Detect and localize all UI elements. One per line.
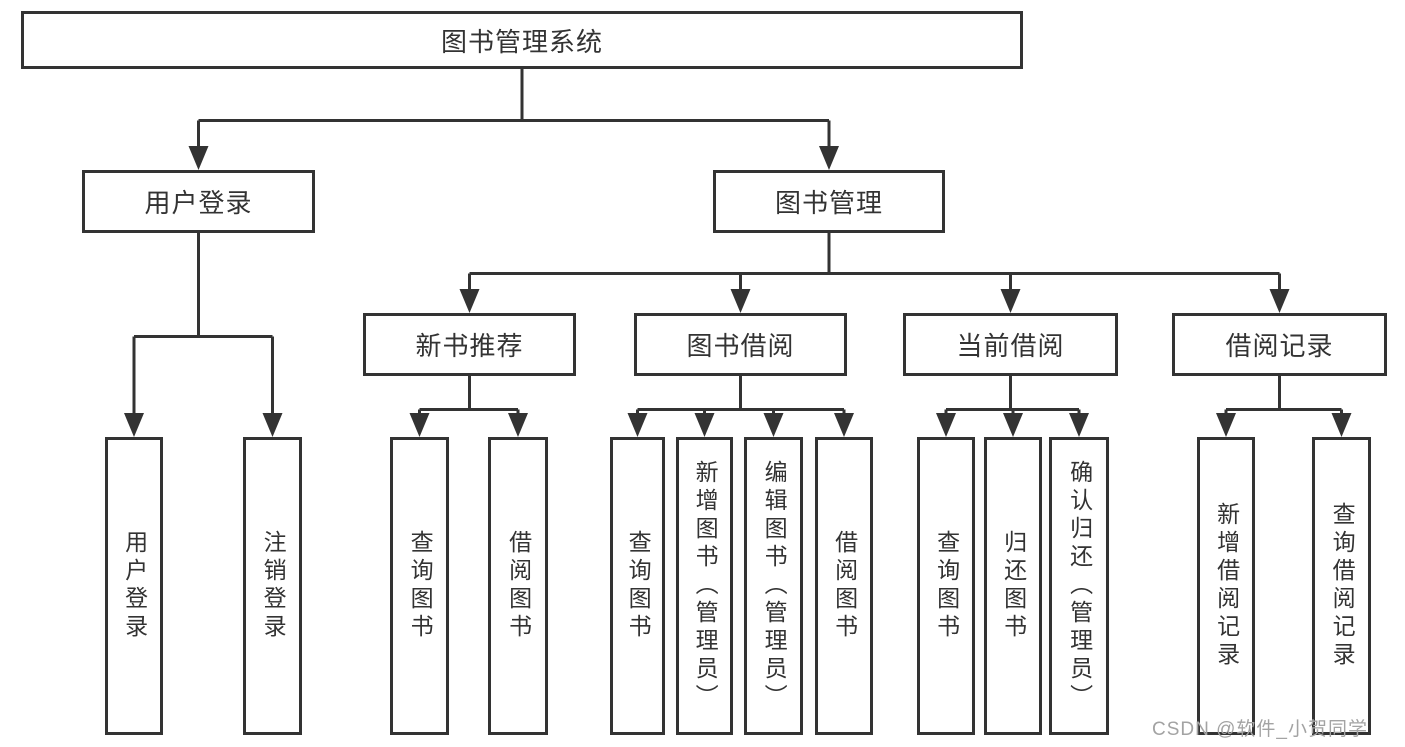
arrowhead-down-icon [124,413,144,437]
leaf-confirm-return-admin: 确认归还（管理员） [1049,437,1109,735]
leaf-label: 编辑图书（管理员） [761,460,788,712]
connector-user-login-children [124,233,283,437]
arrowhead-down-icon [1000,289,1021,313]
arrowhead-down-icon [1069,413,1089,437]
connector-new-book-recommend-children [409,376,528,437]
arrowhead-down-icon [262,413,283,437]
leaf-user-login: 用户登录 [105,437,163,735]
arrowhead-down-icon [1216,413,1236,437]
arrowhead-down-icon [834,413,854,437]
arrowhead-down-icon [819,146,839,170]
leaf-label: 查询图书 [625,530,652,642]
arrowhead-down-icon [409,413,430,437]
csdn-watermark: CSDN @软件_小贺同学 [1152,719,1368,740]
leaf-logout: 注销登录 [243,437,302,735]
connector-root-to-level2 [188,69,839,170]
leaf-query-borrow-record: 查询借阅记录 [1312,437,1371,735]
arrowhead-down-icon [694,413,715,437]
arrowhead-down-icon [459,289,480,313]
node-borrow-records: 借阅记录 [1172,313,1387,376]
leaf-label: 查询图书 [407,530,434,642]
leaf-label: 注销登录 [260,530,287,642]
leaf-label: 查询借阅记录 [1329,502,1356,670]
leaf-add-books-admin: 新增图书（管理员） [676,437,733,735]
leaf-borrow-books-recommend: 借阅图书 [488,437,548,735]
connector-current-borrow-children [936,376,1089,437]
leaf-edit-books-admin: 编辑图书（管理员） [744,437,803,735]
node-book-management: 图书管理 [713,170,945,233]
leaf-label: 查询图书 [933,530,960,642]
connector-book-borrow-children [627,376,854,437]
leaf-label: 借阅图书 [505,530,532,642]
node-library-management-system: 图书管理系统 [21,11,1023,69]
arrowhead-down-icon [763,413,784,437]
connector-book-management-children [459,232,1290,313]
arrowhead-down-icon [936,413,956,437]
node-new-book-recommend: 新书推荐 [363,313,576,376]
arrowhead-down-icon [627,413,648,437]
leaf-query-books-borrow: 查询图书 [610,437,665,735]
connector-borrow-records-children [1216,376,1352,437]
leaf-label: 确认归还（管理员） [1066,460,1093,712]
node-current-borrow: 当前借阅 [903,313,1118,376]
leaf-label: 用户登录 [121,530,148,642]
leaf-borrow-books: 借阅图书 [815,437,873,735]
arrowhead-down-icon [730,289,751,313]
arrowhead-down-icon [1003,413,1023,437]
leaf-query-books-recommend: 查询图书 [390,437,449,735]
node-book-borrow: 图书借阅 [634,313,847,376]
leaf-label: 借阅图书 [831,530,858,642]
arrowhead-down-icon [1331,413,1352,437]
leaf-return-books: 归还图书 [984,437,1042,735]
leaf-label: 新增图书（管理员） [692,460,719,712]
leaf-add-borrow-record: 新增借阅记录 [1197,437,1255,735]
leaf-label: 归还图书 [1000,530,1027,642]
arrowhead-down-icon [1269,289,1290,313]
arrowhead-down-icon [188,146,209,170]
leaf-label: 新增借阅记录 [1213,502,1240,670]
leaf-query-books-current: 查询图书 [917,437,975,735]
node-user-login: 用户登录 [82,170,315,233]
arrowhead-down-icon [508,413,528,437]
